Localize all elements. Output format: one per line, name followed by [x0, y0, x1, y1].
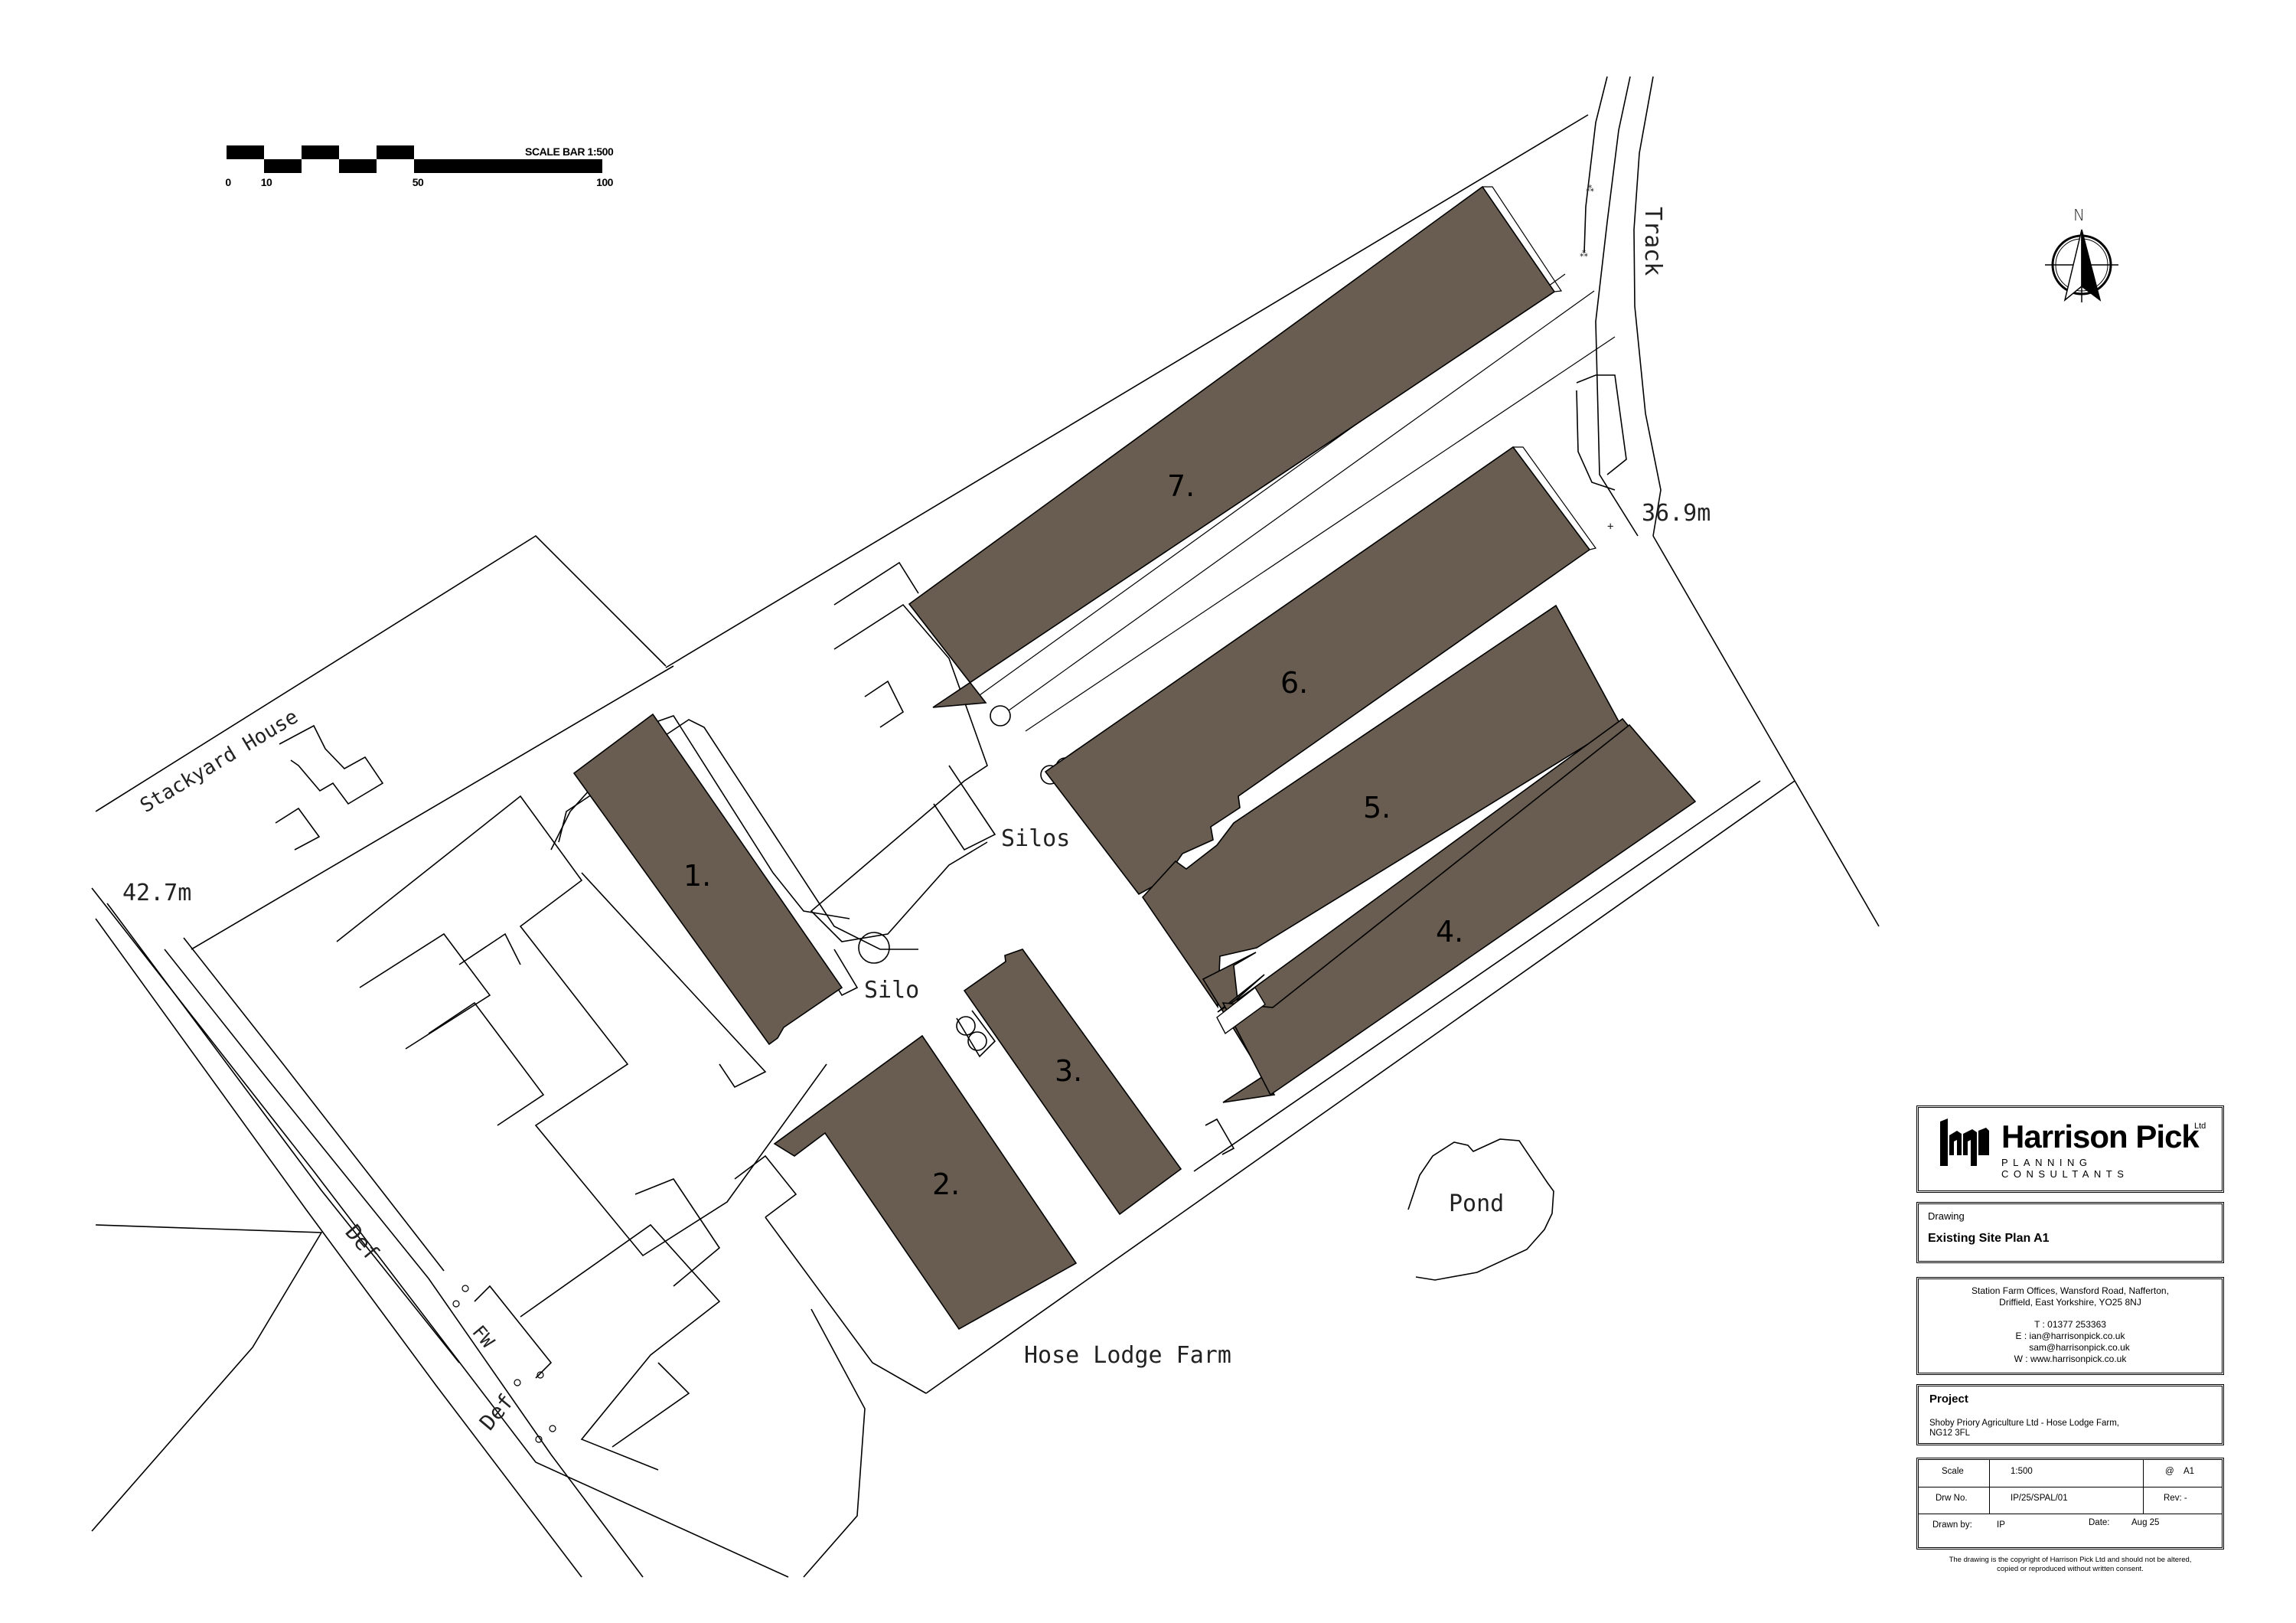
- meta-row-scale: Scale 1:500 @ A1: [1919, 1460, 2222, 1487]
- date-value: Aug 25: [2131, 1518, 2160, 1527]
- revision: Rev: -: [2164, 1494, 2187, 1503]
- label-track: Track: [1639, 207, 1666, 276]
- address-line-2: Driffield, East Yorkshire, YO25 8NJ: [1999, 1297, 2141, 1308]
- scale-value: 1:500: [2011, 1467, 2033, 1476]
- buildings: [572, 185, 1697, 1331]
- email-ian: E : ian@harrisonpick.co.uk: [2015, 1331, 2125, 1341]
- building-label-1: 1.: [683, 859, 711, 893]
- meta-row-drawn-by: Drawn by: IP Date: Aug 25: [1919, 1514, 2222, 1540]
- building-label-4: 4.: [1436, 915, 1463, 949]
- label-farm-name: Hose Lodge Farm: [1024, 1342, 1231, 1369]
- scale-bar-title: SCALE BAR 1:500: [525, 145, 614, 158]
- paper-size: A1: [2183, 1467, 2195, 1476]
- building-labels: 1. 2. 3. 4. 5. 6. 7.: [683, 469, 1463, 1201]
- project-line-1: Shoby Priory Agriculture Ltd - Hose Lodg…: [1929, 1419, 2120, 1428]
- svg-text:⁂: ⁂: [1586, 184, 1594, 194]
- scale-bar: 0 10 50 100 SCALE BAR 1:500: [225, 145, 778, 191]
- stackyard-house-outline: [279, 724, 384, 805]
- copyright-notice: The drawing is the copyright of Harrison…: [1949, 1556, 2192, 1573]
- title-block-logo: Harrison Pick Ltd PLANNING CONSULTANTS: [1916, 1105, 2224, 1193]
- label-silo: Silo: [864, 977, 919, 1004]
- building-label-7: 7.: [1167, 469, 1195, 503]
- company-subtitle: PLANNING CONSULTANTS: [2001, 1157, 2129, 1180]
- drawing-label: Drawing: [1928, 1210, 1965, 1222]
- scale-tick-10: 10: [260, 176, 272, 188]
- scale-tick-0: 0: [225, 176, 231, 188]
- building-1[interactable]: [572, 713, 843, 1046]
- svg-text:⁂: ⁂: [1580, 249, 1588, 259]
- scale-tick-50: 50: [412, 176, 424, 188]
- drawing-number-value: IP/25/SPAL/01: [2011, 1494, 2068, 1503]
- north-label: N: [2073, 206, 2085, 224]
- company-name: Harrison Pick: [2001, 1118, 2200, 1154]
- title-block-drawing: Drawing Existing Site Plan A1: [1916, 1202, 2224, 1263]
- company-suffix: Ltd: [2194, 1122, 2206, 1131]
- meta-row-drawing-number: Drw No. IP/25/SPAL/01 Rev: -: [1919, 1487, 2222, 1514]
- label-stackyard-house: Stackyard House: [136, 705, 302, 818]
- website: W : www.harrisonpick.co.uk: [2014, 1354, 2127, 1364]
- building-label-3: 3.: [1055, 1054, 1082, 1088]
- scale-label: Scale: [1942, 1467, 1964, 1476]
- building-label-5: 5.: [1363, 791, 1391, 825]
- drawing-number-label: Drw No.: [1936, 1494, 1968, 1503]
- title-block-address: Station Farm Offices, Wansford Road, Naf…: [1916, 1277, 2224, 1375]
- email-sam: sam@harrisonpick.co.uk: [2029, 1342, 2130, 1353]
- label-spot-height-42-7: 42.7m: [122, 880, 191, 906]
- drawing-title: Existing Site Plan A1: [1928, 1232, 2050, 1245]
- building-7[interactable]: [908, 185, 1556, 708]
- drawn-by-value: IP: [1997, 1520, 2005, 1530]
- label-def-upper: Def: [341, 1220, 385, 1265]
- project-label: Project: [1929, 1393, 1968, 1406]
- label-def-lower: Def: [475, 1390, 519, 1435]
- paper-at: @: [2165, 1467, 2174, 1476]
- label-silos: Silos: [1001, 825, 1070, 852]
- label-pond: Pond: [1449, 1190, 1504, 1217]
- project-line-2: NG12 3FL: [1929, 1429, 1971, 1438]
- scale-tick-100: 100: [596, 176, 613, 188]
- label-fw: FW: [468, 1321, 498, 1353]
- building-2[interactable]: [773, 1034, 1078, 1331]
- label-spot-height-36-9: 36.9m: [1642, 500, 1711, 527]
- title-block-project: Project Shoby Priory Agriculture Ltd - H…: [1916, 1384, 2224, 1445]
- address-line-1: Station Farm Offices, Wansford Road, Naf…: [1971, 1285, 2169, 1296]
- building-label-2: 2.: [932, 1167, 960, 1201]
- building-label-6: 6.: [1280, 666, 1308, 700]
- harrison-pick-logo-icon: [1940, 1118, 1989, 1166]
- north-arrow-icon: N: [2036, 199, 2128, 306]
- building-3[interactable]: [963, 949, 1182, 1216]
- site-boundaries: ⁂ ⁂ +: [91, 76, 1880, 1578]
- svg-text:+: +: [1607, 521, 1613, 533]
- drawn-by-label: Drawn by:: [1932, 1520, 1972, 1530]
- title-block-meta: Scale 1:500 @ A1 Drw No. IP/25/SPAL/01 R…: [1916, 1458, 2224, 1550]
- phone: T : 01377 253363: [2034, 1319, 2106, 1330]
- date-label: Date:: [2089, 1518, 2110, 1527]
